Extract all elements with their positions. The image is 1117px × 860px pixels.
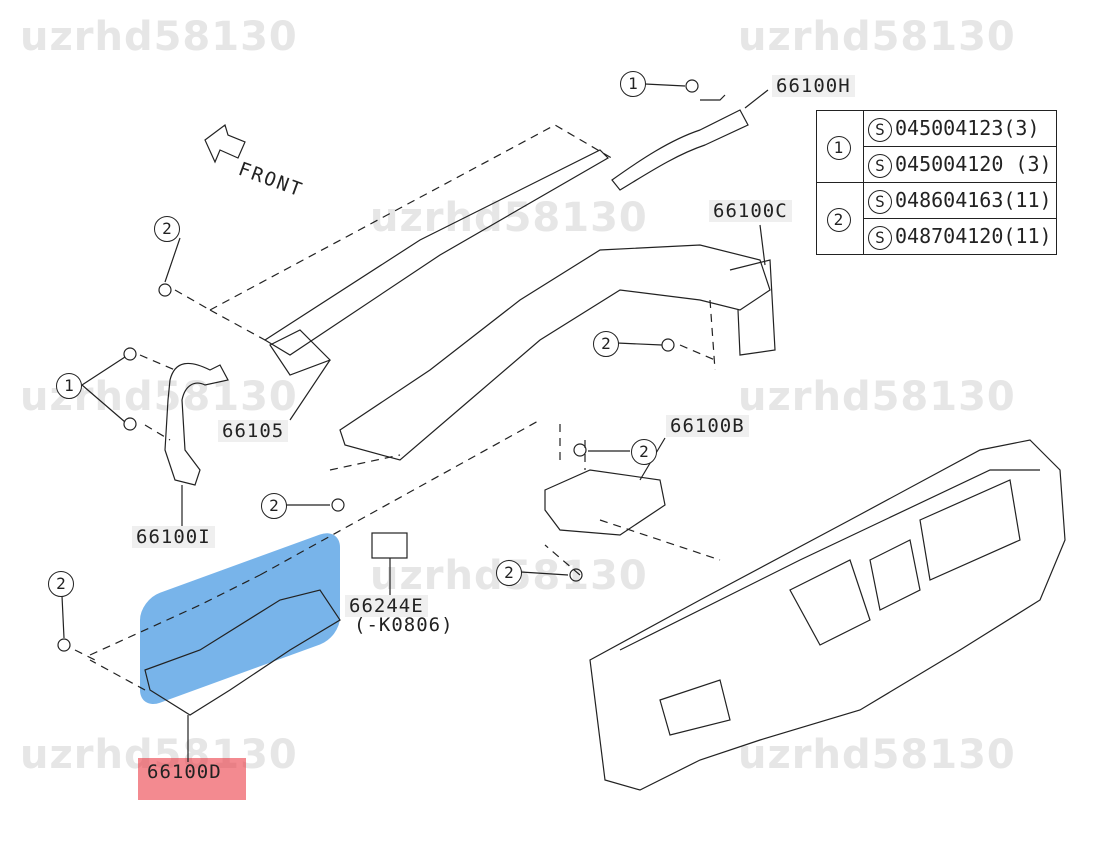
part-label-66100I[interactable]: 66100I [132, 526, 215, 548]
watermark: uzrhd58130 [738, 374, 1016, 420]
part-note-66244E: (-K0806) [354, 614, 454, 636]
callout-1: 1 [826, 135, 851, 160]
callout-2: 2 [826, 207, 851, 232]
callout-2: 2 [48, 571, 74, 597]
part-label-66100D[interactable]: 66100D [147, 761, 222, 783]
front-arrow-icon [204, 124, 246, 164]
watermark: uzrhd58130 [20, 14, 298, 60]
standard-part-icon: S [868, 153, 892, 178]
callout-2: 2 [261, 493, 287, 519]
callout-2: 2 [631, 439, 657, 465]
part-label-66100C[interactable]: 66100C [709, 200, 792, 222]
callout-2: 2 [154, 216, 180, 242]
watermark: uzrhd58130 [738, 732, 1016, 778]
watermark: uzrhd58130 [738, 14, 1016, 60]
standard-part-icon: S [868, 189, 892, 214]
part-label-66244E[interactable]: 66244E [345, 595, 428, 617]
part-number: 048604163(11) [895, 187, 1052, 212]
standard-part-icon: S [868, 225, 892, 250]
part-number: 048704120(11) [895, 223, 1052, 248]
standard-part-icon: S [868, 117, 892, 142]
callout-2: 2 [593, 331, 619, 357]
spec-key-cell: 2 [816, 182, 864, 255]
part-number: 045004120 (3) [895, 151, 1052, 176]
part-label-66100H[interactable]: 66100H [772, 75, 855, 97]
highlight-label-66100D [138, 758, 246, 800]
callout-1: 1 [620, 71, 646, 97]
watermark: uzrhd58130 [370, 195, 648, 241]
spec-key-cell: 1 [816, 110, 864, 183]
part-label-66105[interactable]: 66105 [218, 420, 289, 442]
callout-2: 2 [496, 560, 522, 586]
callout-1: 1 [56, 373, 82, 399]
part-number: 045004123(3) [895, 115, 1040, 140]
part-label-66100B[interactable]: 66100B [666, 415, 749, 437]
